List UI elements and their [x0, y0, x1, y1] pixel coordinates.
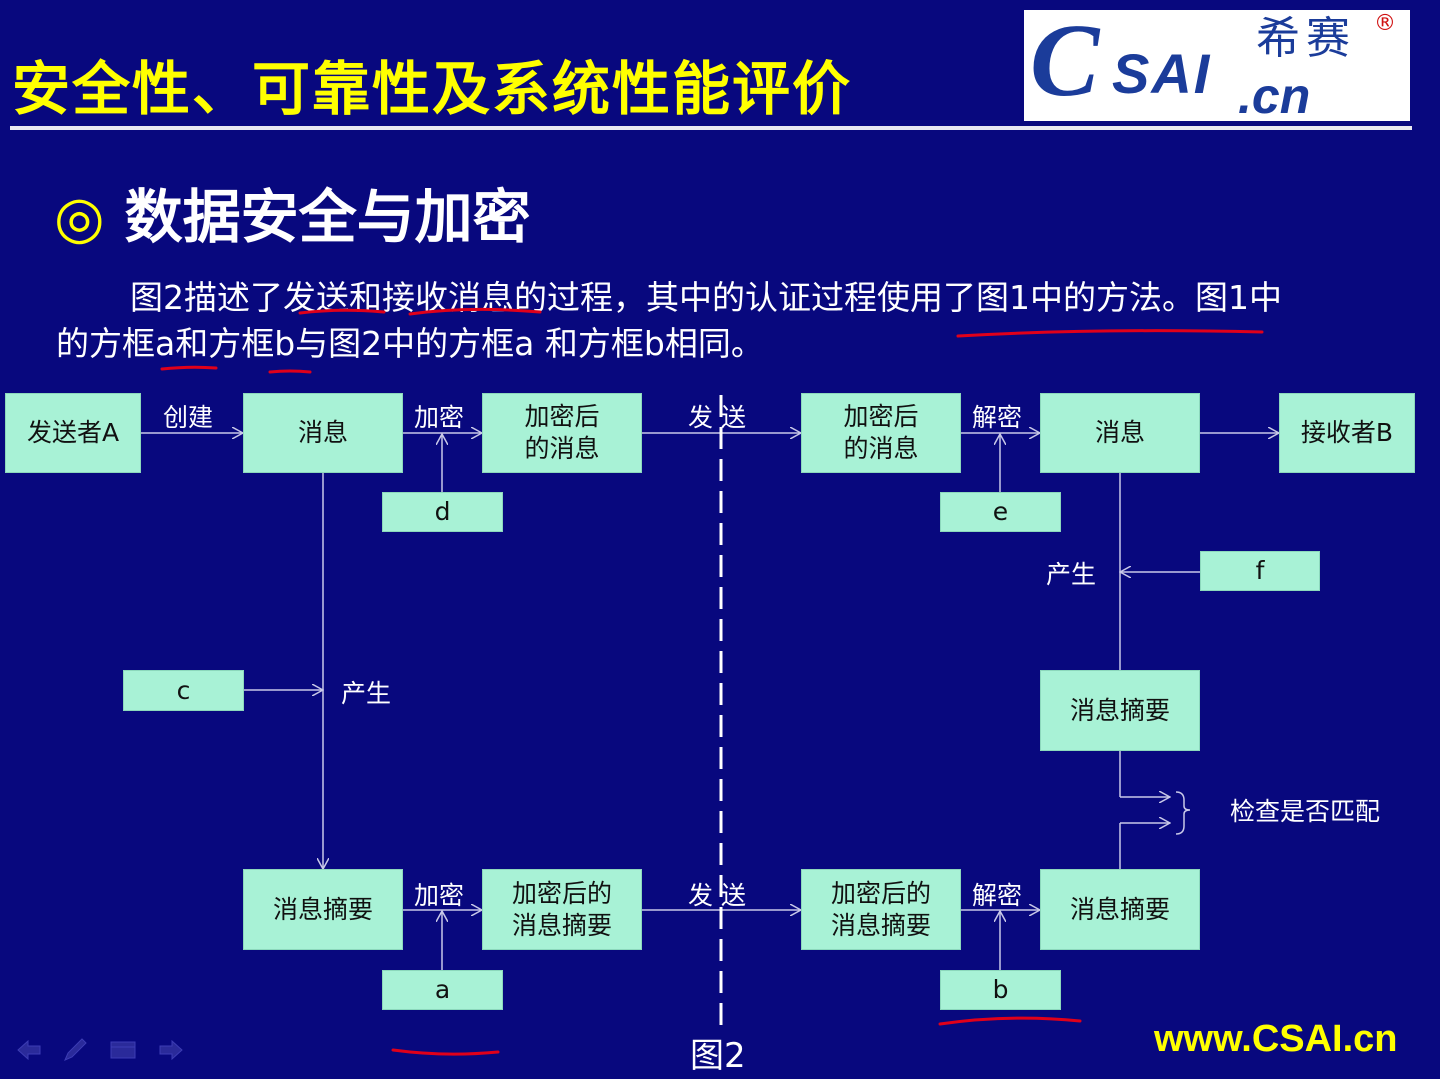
label-check-match: 检查是否匹配: [1230, 797, 1381, 826]
label-send-bottom: 发 送: [688, 881, 746, 910]
paragraph-line-2: 的方框a和方框b与图2中的方框a 和方框b相同。: [56, 324, 764, 363]
label-generate-right: 产生: [1046, 560, 1097, 589]
title-divider: [10, 126, 1412, 130]
back-arrow-icon[interactable]: [14, 1036, 44, 1064]
slide-title: 安全性、可靠性及系统性能评价: [12, 55, 853, 123]
sender-box: 发送者A: [5, 393, 141, 473]
section-heading: ◎ 数据安全与加密: [54, 170, 531, 254]
website-url: www.CSAI.cn: [1154, 1018, 1398, 1060]
encrypted-digest-box: 加密后的消息摘要: [482, 869, 642, 950]
box-a: a: [382, 970, 503, 1010]
received-encrypted-digest-box: 加密后的消息摘要: [801, 869, 961, 950]
message-box: 消息: [243, 393, 403, 473]
receiver-box: 接收者B: [1279, 393, 1415, 473]
received-digest-box: 消息摘要: [1040, 869, 1200, 950]
box-f: f: [1200, 551, 1320, 591]
encrypted-message-box: 加密后的消息: [482, 393, 642, 473]
label-create: 创建: [163, 403, 214, 432]
logo-chinese: 希赛: [1256, 13, 1356, 64]
label-send-top: 发 送: [688, 403, 746, 432]
section-heading-text: 数据安全与加密: [124, 183, 531, 251]
csai-logo: C SAI .cn 希赛 ®: [1024, 6, 1410, 124]
logo-sai: SAI: [1112, 42, 1212, 105]
label-generate-left: 产生: [341, 679, 392, 708]
bullet-icon: ◎: [54, 183, 105, 251]
logo-cn: .cn: [1238, 68, 1311, 124]
digest-box: 消息摘要: [243, 869, 403, 950]
generated-digest-box: 消息摘要: [1040, 670, 1200, 751]
menu-icon[interactable]: [108, 1036, 138, 1064]
figure-caption: 图2: [690, 1036, 746, 1076]
label-encrypt-top: 加密: [414, 403, 465, 432]
box-e: e: [940, 492, 1061, 532]
received-encrypted-message-box: 加密后的消息: [801, 393, 961, 473]
box-b: b: [940, 970, 1061, 1010]
box-d: d: [382, 492, 503, 532]
logo-registered: ®: [1374, 11, 1396, 36]
forward-arrow-icon[interactable]: [156, 1036, 186, 1064]
box-c: c: [123, 670, 244, 711]
pen-icon[interactable]: [60, 1036, 90, 1064]
label-decrypt-top: 解密: [972, 403, 1023, 432]
label-encrypt-bottom: 加密: [414, 881, 465, 910]
received-message-box: 消息: [1040, 393, 1200, 473]
logo-c: C: [1030, 3, 1100, 118]
label-decrypt-bottom: 解密: [972, 881, 1023, 910]
